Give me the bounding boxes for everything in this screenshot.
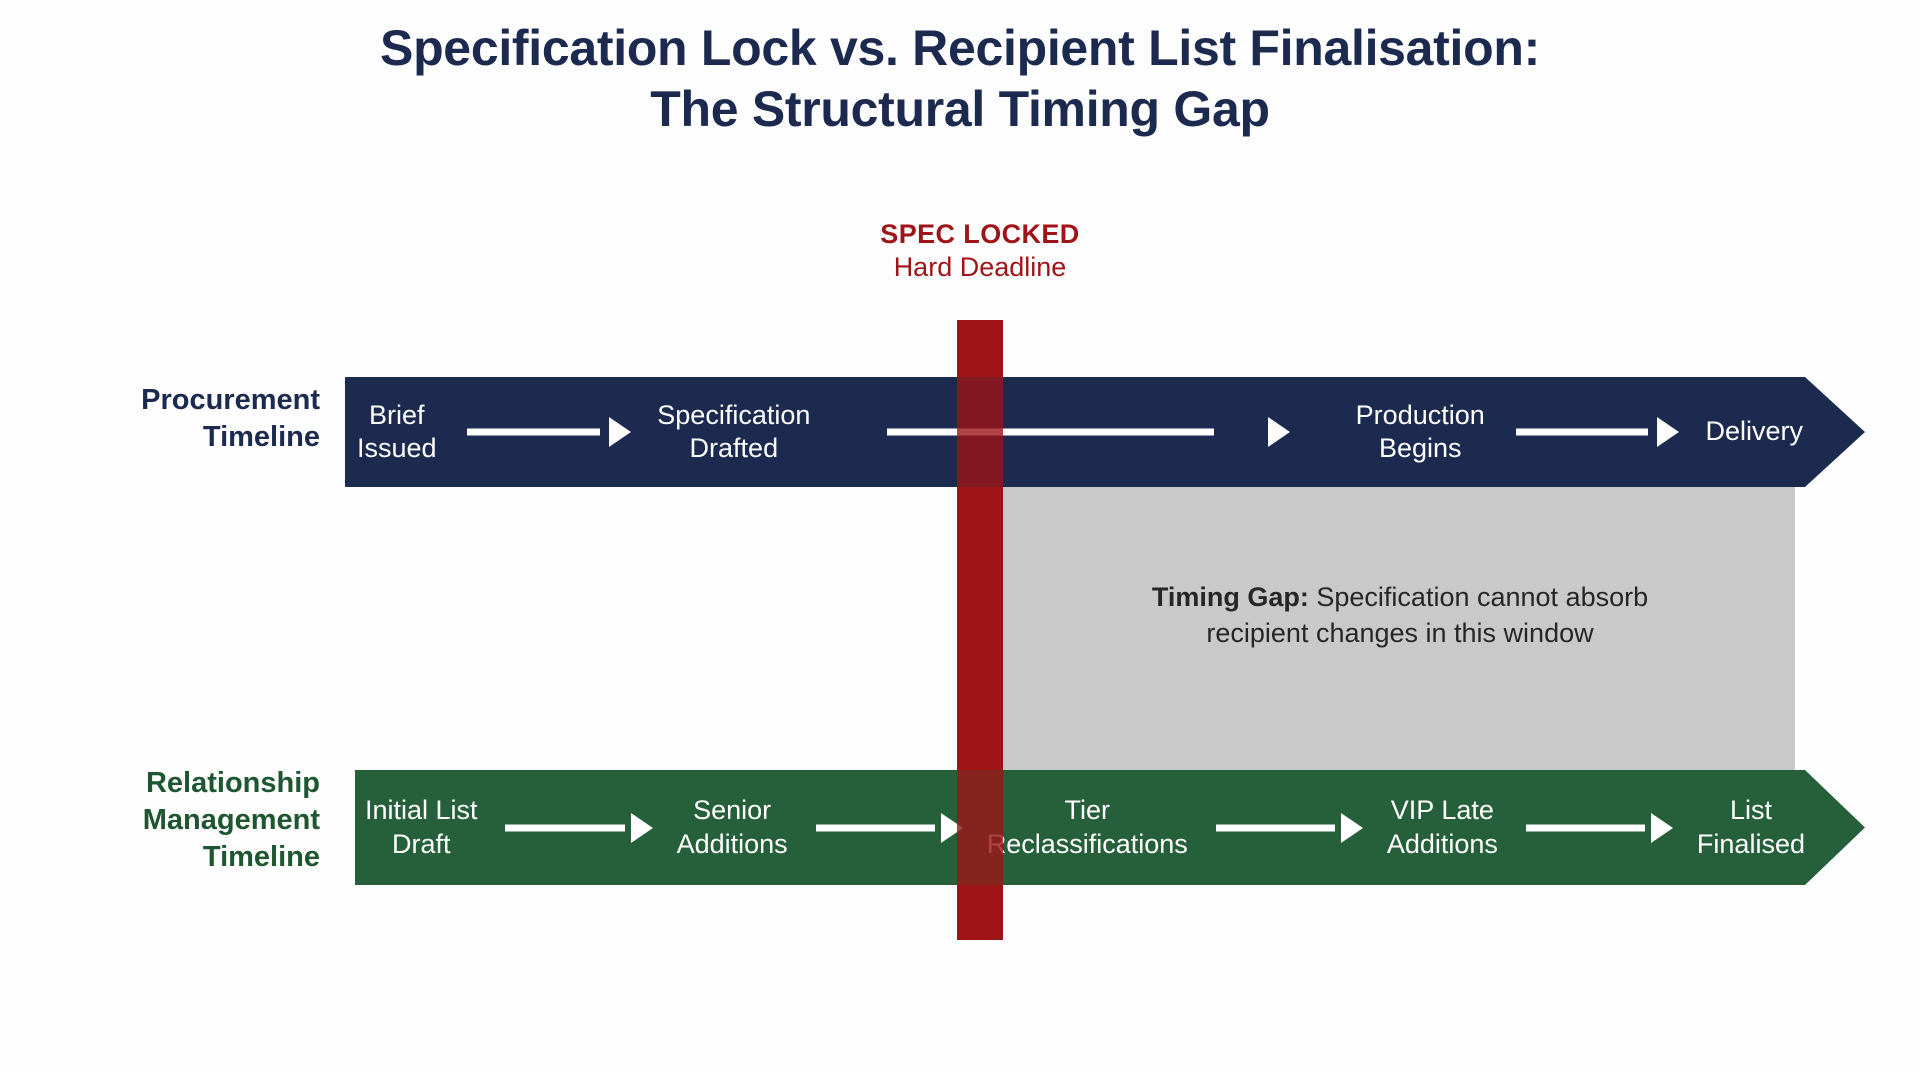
relationship-timeline-label: Relationship Management Timeline: [20, 765, 320, 876]
timing-gap-text: Specification cannot absorb: [1308, 582, 1649, 612]
arrow-icon: [1498, 821, 1697, 835]
arrow-icon: [810, 425, 1355, 439]
spec-locked-headline: SPEC LOCKED: [880, 219, 1080, 249]
page-title: Specification Lock vs. Recipient List Fi…: [0, 18, 1920, 140]
timing-gap-label: Timing Gap:: [1151, 582, 1309, 612]
title-line-2: The Structural Timing Gap: [650, 81, 1270, 137]
procurement-timeline-bar: Brief Issued Specification Drafted Produ…: [345, 377, 1865, 487]
procurement-stage-brief-issued: Brief Issued: [357, 399, 437, 463]
relationship-label-line-1: Relationship: [145, 767, 320, 799]
relationship-stage-list-finalised: List Finalised: [1696, 795, 1805, 859]
title-line-1: Specification Lock vs. Recipient List Fi…: [380, 20, 1540, 76]
procurement-timeline-label: Procurement Timeline: [20, 382, 320, 456]
relationship-stage-vip-late-additions: VIP Late Additions: [1386, 795, 1498, 859]
relationship-stage-tier-reclassifications: Tier Reclassifications: [986, 795, 1188, 859]
timing-gap-annotation: Timing Gap: Specification cannot absorb …: [1020, 580, 1780, 652]
procurement-label-line-2: Timeline: [202, 421, 320, 454]
relationship-label-line-3: Timeline: [202, 841, 320, 874]
relationship-stage-initial-list-draft: Initial List Draft: [365, 795, 478, 859]
timing-gap-text-line2: recipient changes in this window: [1206, 617, 1594, 648]
spec-locked-subline: Hard Deadline: [893, 251, 1067, 282]
timing-gap-band: [1000, 487, 1795, 771]
procurement-stage-production-begins: Production Begins: [1355, 399, 1485, 463]
spec-locked-marker: SPEC LOCKED Hard Deadline: [660, 218, 1300, 284]
relationship-stage-senior-additions: Senior Additions: [676, 795, 788, 859]
procurement-stage-delivery: Delivery: [1705, 416, 1804, 447]
relationship-timeline-bar: Initial List Draft Senior Additions Tier…: [355, 770, 1865, 885]
arrow-icon: [1485, 425, 1706, 439]
procurement-stage-specification-drafted: Specification Drafted: [657, 399, 811, 463]
arrow-icon: [437, 425, 658, 439]
arrow-icon: [478, 821, 677, 835]
arrow-icon: [1188, 821, 1387, 835]
arrow-icon: [788, 821, 987, 835]
procurement-label-line-1: Procurement: [141, 384, 320, 416]
relationship-label-line-2: Management: [142, 804, 320, 837]
